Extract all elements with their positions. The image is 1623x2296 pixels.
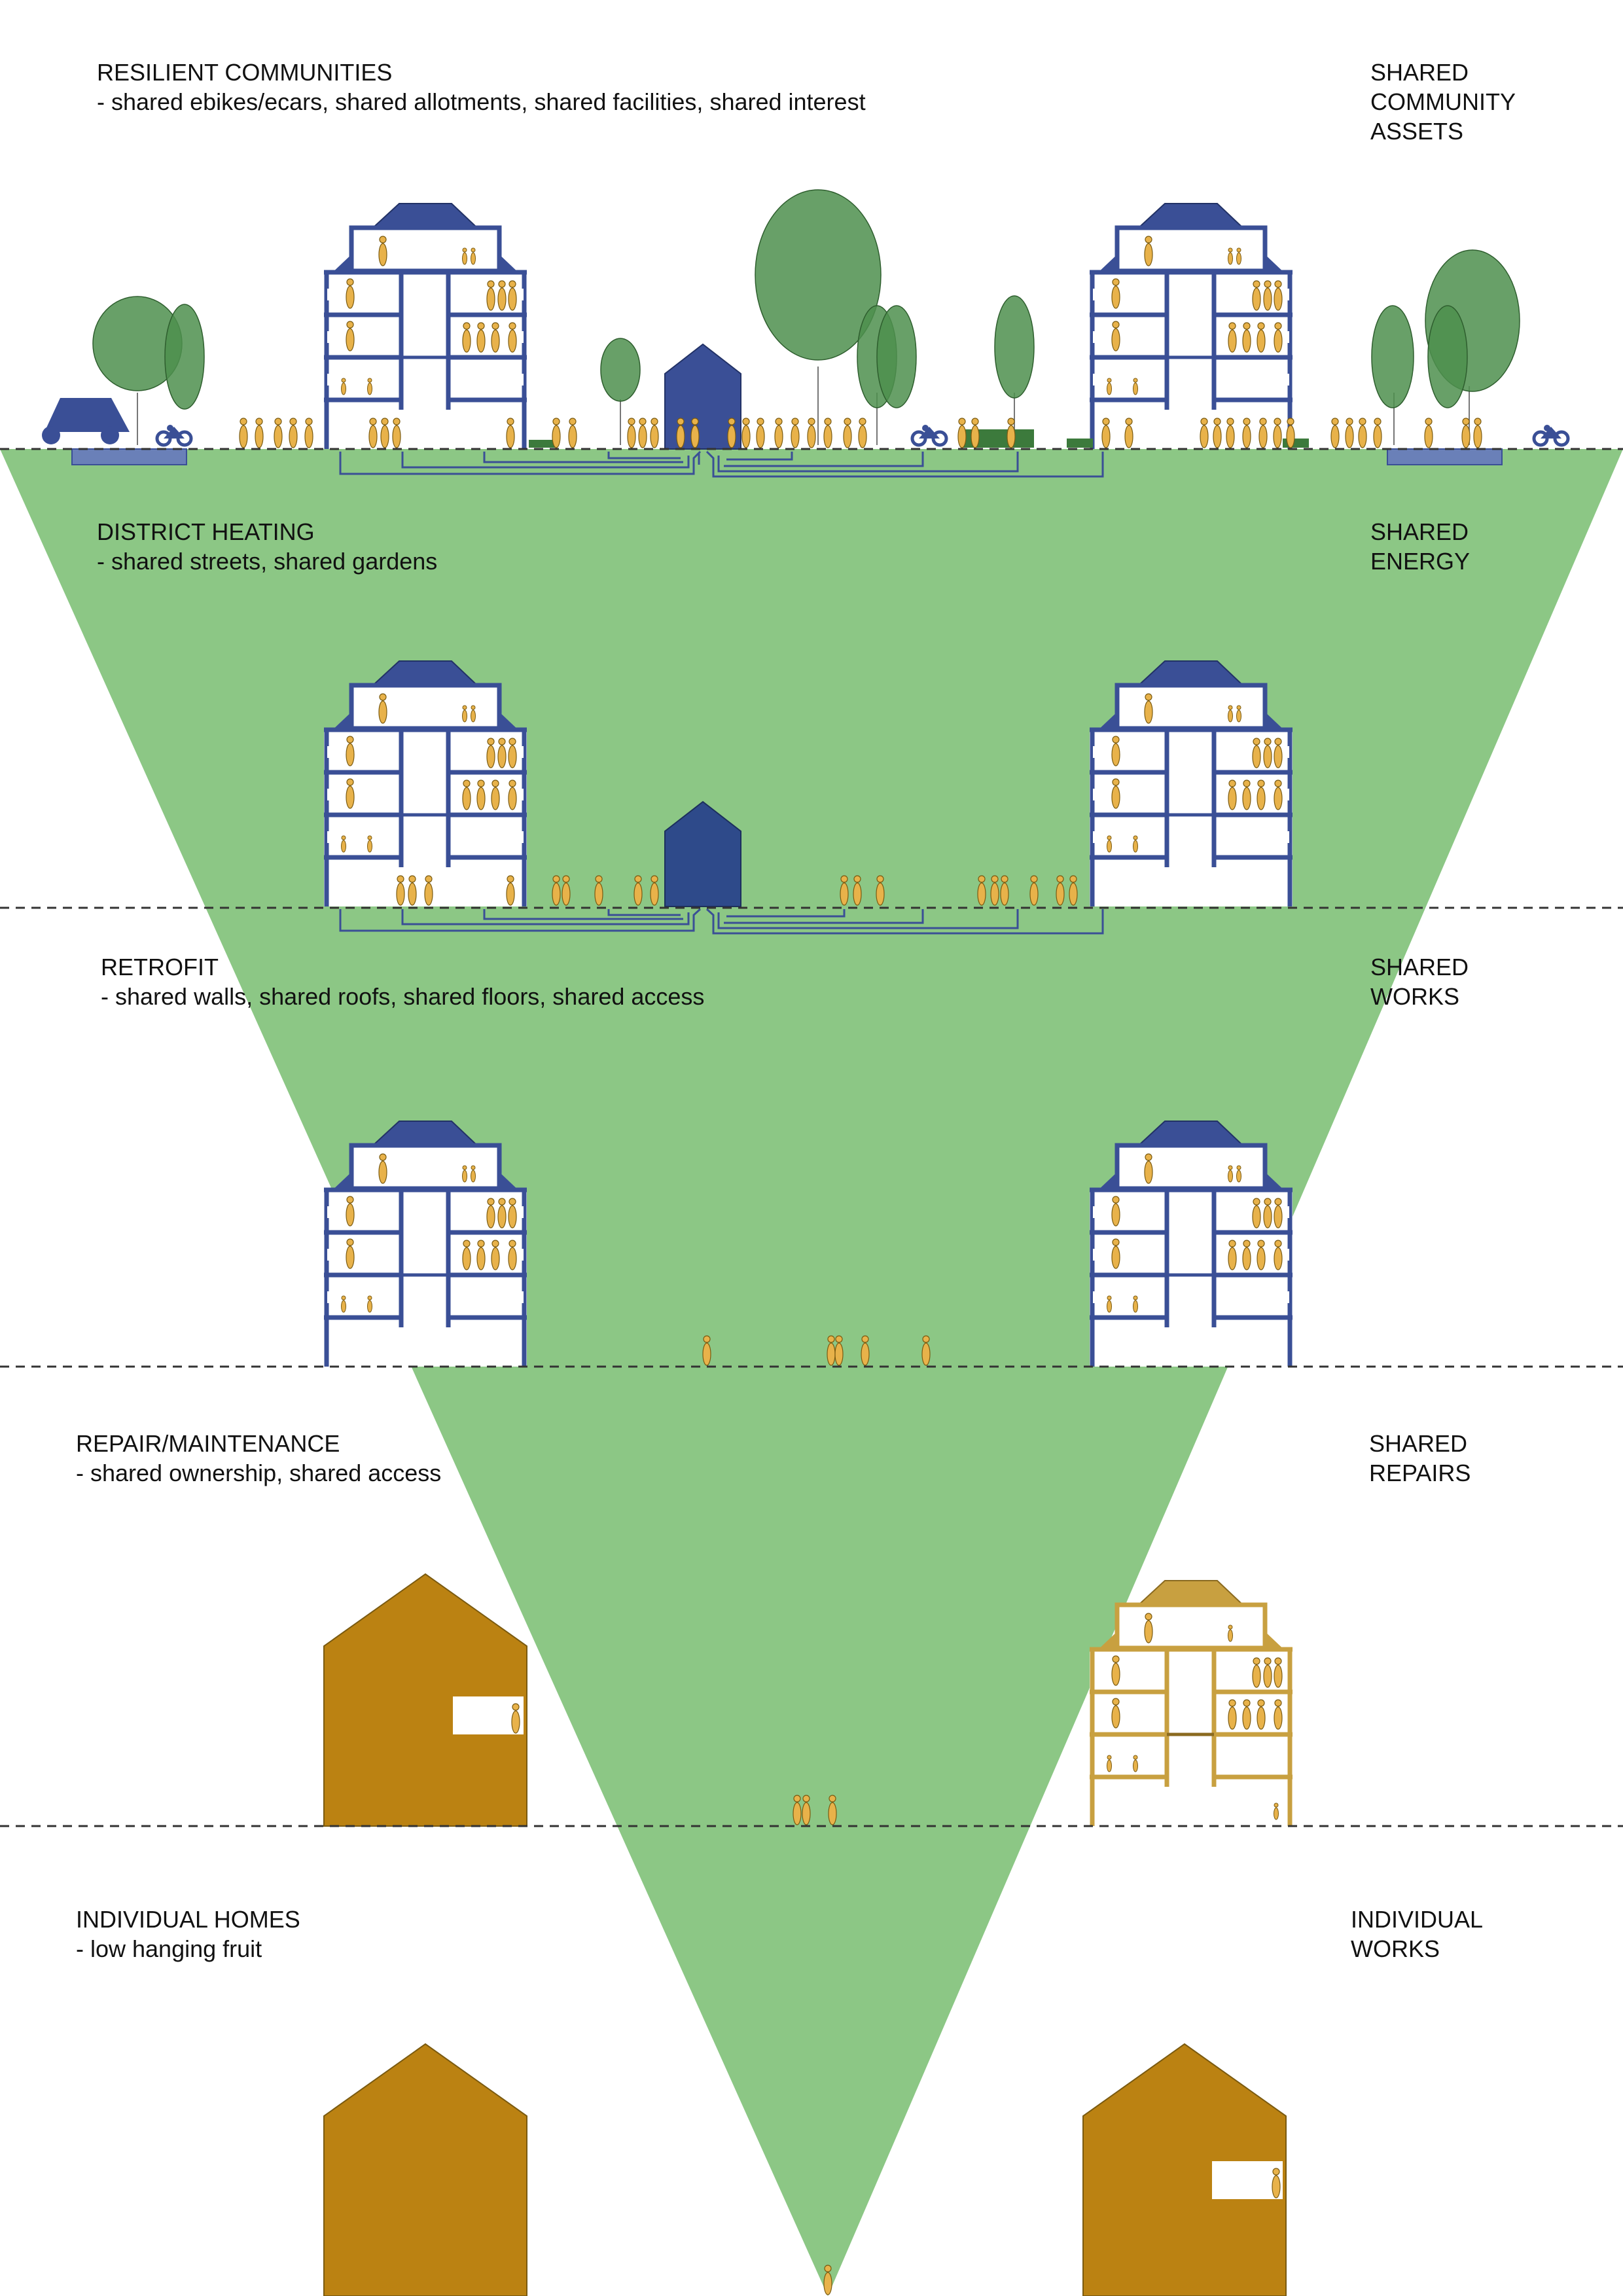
detached-house-left <box>323 2043 527 2296</box>
tier-3-subtitle: - shared walls, shared roofs, shared flo… <box>101 983 705 1010</box>
apartment-block-right <box>1090 204 1293 449</box>
shared-ecar <box>42 398 187 465</box>
tier-2-right-label: SHARED ENERGY <box>1370 518 1471 575</box>
shared-ebike-right <box>1534 425 1568 445</box>
tier-repair-illustration <box>323 1573 1293 1827</box>
person-bottom <box>823 2265 832 2295</box>
detached-house-left <box>323 1573 527 1827</box>
heat-network-pipes-lower <box>339 908 1104 935</box>
tier-5-title: INDIVIDUAL HOMES <box>76 1906 300 1933</box>
tier-2-subtitle: - shared streets, shared gardens <box>97 548 438 575</box>
apartment-block-left <box>324 204 527 449</box>
detached-house-right <box>1082 2043 1287 2296</box>
allotment-bed <box>529 440 555 448</box>
tier-4-right-label: SHARED REPAIRS <box>1369 1430 1471 1486</box>
tree-cluster-right <box>1371 249 1520 445</box>
tier-2-title: DISTRICT HEATING <box>97 518 315 545</box>
tier-3-title: RETROFIT <box>101 954 219 980</box>
tier-1-title: RESILIENT COMMUNITIES <box>97 59 393 86</box>
shared-scale-funnel <box>0 449 1623 2296</box>
apartment-block-right <box>1090 661 1293 906</box>
tier-dividers <box>0 448 1623 1827</box>
tier-5-right-label: INDIVIDUAL WORKS <box>1351 1906 1484 1962</box>
tier-1-subtitle: - shared ebikes/ecars, shared allotments… <box>97 88 866 115</box>
tier-1-right-label: SHARED COMMUNITY ASSETS <box>1370 59 1516 145</box>
heat-network-pipes-upper <box>339 450 1104 478</box>
shared-ebike-centre <box>912 425 946 445</box>
shared-ebike-left <box>157 425 191 445</box>
tree-cluster-left <box>92 296 205 445</box>
tier-individual-illustration <box>323 2043 1287 2296</box>
tier-4-subtitle: - shared ownership, shared access <box>76 1460 442 1486</box>
allotment-bed <box>1067 439 1093 448</box>
apartment-block-ochre <box>1090 1581 1293 1826</box>
tier-4-title: REPAIR/MAINTENANCE <box>76 1430 340 1457</box>
apartment-block-left <box>324 661 527 906</box>
tier-resilient-communities-illustration <box>42 189 1568 465</box>
apartment-block-left <box>324 1121 527 1367</box>
shared-parking-pad <box>1387 448 1503 465</box>
tree-cluster-centre <box>755 189 917 445</box>
tier-3-right-label: SHARED WORKS <box>1370 954 1469 1010</box>
apartment-block-right <box>1090 1121 1293 1367</box>
tier-5-subtitle: - low hanging fruit <box>76 1935 262 1962</box>
